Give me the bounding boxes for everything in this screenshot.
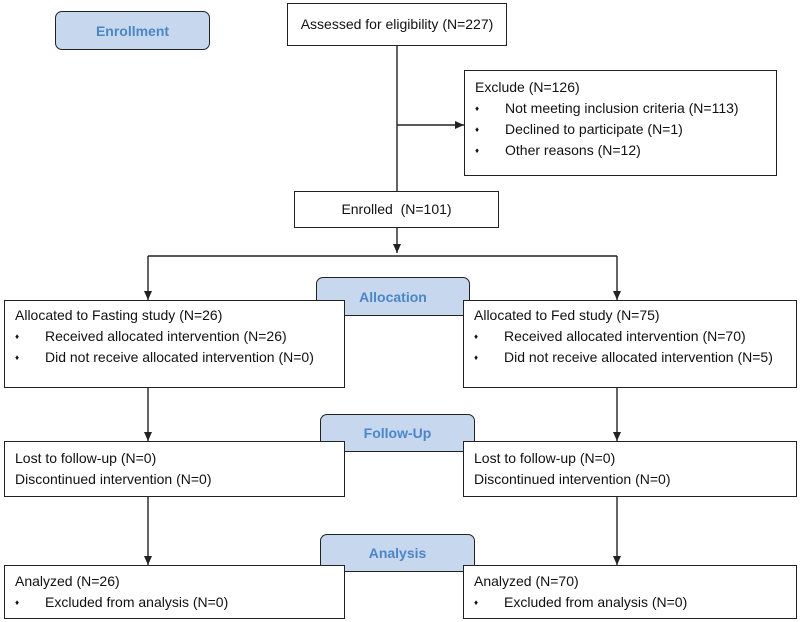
enrolled-label: Enrolled (N=101) — [341, 201, 452, 217]
fasting-analysis-box: Analyzed (N=26) Excluded from analysis (… — [4, 565, 345, 619]
fed-allocation-item: Received allocated intervention (N=70) — [474, 326, 788, 347]
fasting-analysis-item: Excluded from analysis (N=0) — [15, 592, 336, 613]
fed-allocation-item: Did not receive allocated intervention (… — [474, 347, 788, 368]
stage-follow-up: Follow-Up — [320, 414, 475, 452]
fed-analysis-title: Analyzed (N=70) — [474, 573, 579, 589]
fasting-allocation-box: Allocated to Fasting study (N=26) Receiv… — [4, 300, 345, 388]
fasting-analysis-title: Analyzed (N=26) — [15, 573, 120, 589]
fasting-allocation-item: Received allocated intervention (N=26) — [15, 326, 336, 347]
fed-follow-up-line: Lost to follow-up (N=0) — [474, 450, 616, 466]
fasting-follow-up-box: Lost to follow-up (N=0) Discontinued int… — [4, 441, 345, 497]
fed-allocation-title: Allocated to Fed study (N=75) — [474, 307, 660, 323]
fasting-follow-up-line: Discontinued intervention (N=0) — [15, 471, 212, 487]
fed-allocation-box: Allocated to Fed study (N=75) Received a… — [463, 300, 797, 388]
fed-analysis-item: Excluded from analysis (N=0) — [474, 592, 788, 613]
fasting-allocation-title: Allocated to Fasting study (N=26) — [15, 307, 223, 323]
stage-analysis: Analysis — [320, 534, 475, 572]
fasting-allocation-item: Did not receive allocated intervention (… — [15, 347, 336, 368]
stage-allocation: Allocation — [316, 277, 470, 316]
assessed-label: Assessed for eligibility (N=227) — [300, 16, 494, 32]
fed-follow-up-box: Lost to follow-up (N=0) Discontinued int… — [463, 441, 797, 497]
enrolled-box: Enrolled (N=101) — [294, 191, 499, 228]
fed-analysis-box: Analyzed (N=70) Excluded from analysis (… — [463, 565, 797, 619]
exclude-item: Not meeting inclusion criteria (N=113) — [475, 98, 768, 119]
exclude-item: Other reasons (N=12) — [475, 140, 768, 161]
exclude-item: Declined to participate (N=1) — [475, 119, 768, 140]
assessed-box: Assessed for eligibility (N=227) — [287, 3, 507, 46]
fasting-follow-up-line: Lost to follow-up (N=0) — [15, 450, 157, 466]
exclude-title: Exclude (N=126) — [475, 79, 580, 95]
stage-enrollment: Enrollment — [55, 11, 210, 50]
exclude-box: Exclude (N=126) Not meeting inclusion cr… — [464, 70, 777, 176]
fed-follow-up-line: Discontinued intervention (N=0) — [474, 471, 671, 487]
